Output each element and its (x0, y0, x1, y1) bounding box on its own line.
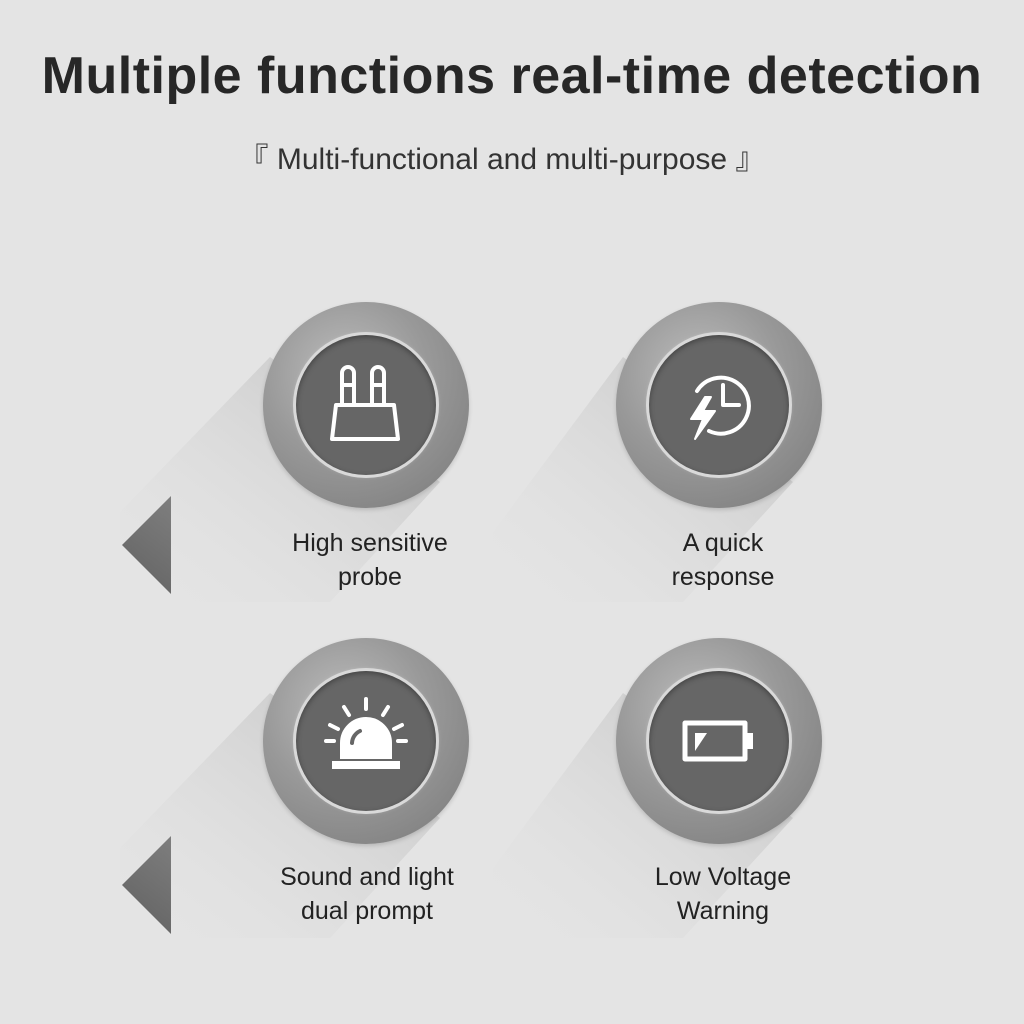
icon-disk (263, 638, 469, 844)
alarm-light-icon (324, 697, 408, 769)
low-battery-icon (682, 720, 753, 762)
probe-icon (330, 365, 400, 441)
feature-low-voltage-warning: Low Voltage Warning (473, 638, 893, 978)
feature-sound-light-prompt: Sound and light dual prompt (120, 638, 540, 978)
feature-label: A quick response (671, 529, 775, 591)
page-title: Multiple functions real-time detection (41, 47, 983, 105)
icon-disk (616, 638, 822, 844)
long-shadow (493, 357, 793, 602)
fast-clock-icon (690, 375, 751, 440)
icon-disk (616, 302, 822, 508)
feature-label: Sound and light dual prompt (280, 863, 454, 925)
icon-disk (263, 302, 469, 508)
feature-label: High sensitive probe (292, 529, 448, 591)
long-shadow (120, 357, 440, 602)
long-shadow (493, 693, 793, 938)
page-subtitle: 『 Multi-functional and multi-purpose 』 (238, 143, 766, 176)
feature-high-sensitive-probe: High sensitive probe (120, 302, 540, 642)
feature-label: Low Voltage Warning (654, 863, 792, 925)
feature-quick-response: A quick response (473, 302, 893, 642)
long-shadow (120, 693, 440, 938)
